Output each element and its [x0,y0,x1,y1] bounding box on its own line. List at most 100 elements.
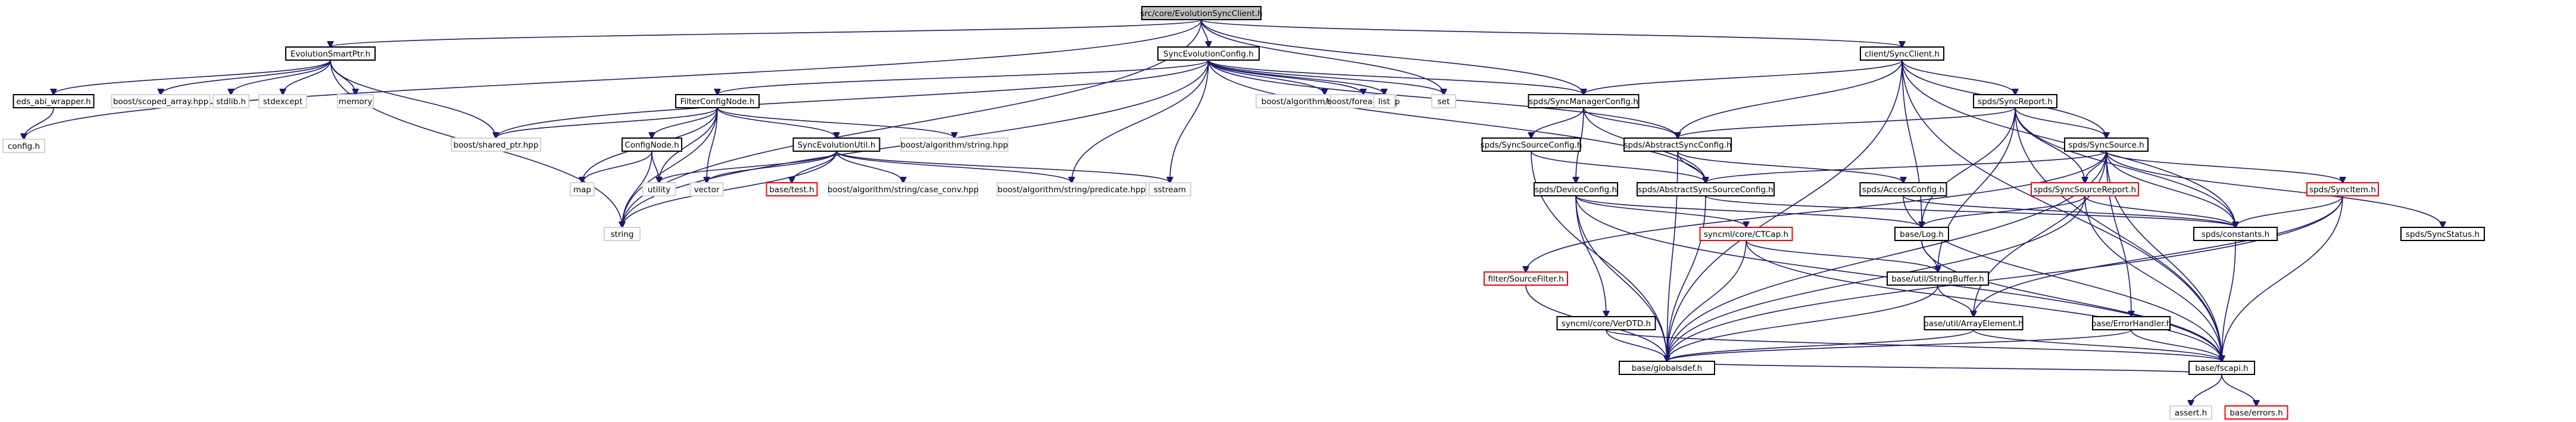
edge-ascfg-to-assc [1677,151,1706,183]
node-box-smc [1528,94,1640,108]
edge-errorhandler-to-fscapi [2131,329,2222,361]
node-label-bstring: boost/algorithm/string.hpp [901,140,1008,150]
node-label-si: spds/SyncItem.h [2309,185,2376,195]
graph-node-root[interactable]: src/core/EvolutionSyncClient.h [1140,6,1263,20]
node-box-verdtd [1556,316,1656,330]
edge-dc-to-ctcap [1575,195,1746,227]
edge-esp-to-stdlib [231,60,331,95]
graph-node-ac[interactable]: spds/AccessConfig.h [1859,182,1947,196]
node-box-map [570,182,595,196]
edge-ssr-to-baselog [1922,195,2085,227]
node-label-sharedptr: boost/shared_ptr.hpp [454,140,539,150]
edge-esp-to-stdexcept [283,60,331,95]
edge-ssr-to-fscapi [2084,195,2222,361]
node-label-sstatus: spds/SyncStatus.h [2406,230,2480,239]
edge-seu-to-predicate [836,151,1072,183]
node-label-errorhandler: base/ErrorHandler.h [2091,319,2171,329]
node-box-memory [337,94,374,108]
graph-node-seu[interactable]: SyncEvolutionUtil.h [792,137,880,152]
node-label-sec: SyncEvolutionConfig.h [1163,49,1254,59]
graph-node-eds[interactable]: eds_abi_wrapper.h [13,94,95,108]
graph-node-globaldef[interactable]: base/globalsdef.h [1619,361,1715,375]
graph-node-arrayelement[interactable]: base/util/ArrayElement.h [1924,316,2024,330]
edge-smc-to-ssc [1531,107,1584,138]
nodes-layer: src/core/EvolutionSyncClient.hEvolutionS… [2,6,2485,420]
graph-node-errorhandler[interactable]: base/ErrorHandler.h [2091,316,2171,330]
edge-fscapi-to-baseerrors [2221,374,2256,406]
graph-node-fsf[interactable]: filter/SourceFilter.h [1484,271,1568,286]
node-box-fcn [675,94,760,108]
graph-node-ctcap[interactable]: syncml/core/CTCap.h [1699,227,1793,241]
edge-sec-to-sharedptr [496,60,1209,138]
edge-dc-to-baselog [1575,195,1922,227]
node-label-baseerrors: base/errors.h [2230,408,2283,418]
edge-assc-to-constants [1705,195,2235,227]
node-label-arrayelement: base/util/ArrayElement.h [1924,319,2024,329]
graph-node-ss[interactable]: spds/SyncSource.h [2064,137,2149,152]
edge-cn-to-string [622,151,652,227]
node-label-stdexcept: stdexcept [263,97,302,107]
graph-node-fcn[interactable]: FilterConfigNode.h [675,94,760,108]
node-label-set: set [1438,97,1450,107]
edge-verdtd-to-fscapi [1606,329,2222,361]
graph-node-ssc[interactable]: spds/SyncSourceConfig.h [1481,137,1582,152]
node-box-root [1141,6,1262,20]
node-box-bstring [900,137,1008,152]
graph-node-sstatus[interactable]: spds/SyncStatus.h [2400,227,2485,241]
node-label-csc: client/SyncClient.h [1865,49,1940,59]
graph-node-sec[interactable]: SyncEvolutionConfig.h [1157,46,1260,61]
edge-ctcap-to-fscapi [1746,240,2222,361]
node-label-ascfg: spds/AbstractSyncConfig.h [1623,140,1731,150]
graph-node-assc[interactable]: spds/AbstractSyncSourceConfig.h [1637,182,1775,196]
graph-node-si[interactable]: spds/SyncItem.h [2306,182,2379,196]
node-label-globaldef: base/globalsdef.h [1632,364,1702,373]
edge-fscapi-to-globaldef [1667,361,2222,375]
graph-node-sr[interactable]: spds/SyncReport.h [1973,94,2057,108]
edge-assc-to-globaldef [1667,195,1706,361]
node-label-config: config.h [8,142,40,151]
edge-root-to-csc [1201,19,1902,47]
edge-root-to-smc [1201,19,1584,95]
graph-node-sstream: sstream [1148,182,1191,196]
edge-sr-to-ssr [2015,107,2085,183]
edge-arrayelement-to-globaldef [1667,329,1974,361]
edge-sec-to-smc [1208,60,1584,95]
graph-node-stringbuffer[interactable]: base/util/StringBuffer.h [1887,271,1989,286]
graph-node-fscapi[interactable]: base/fscapi.h [2188,361,2255,375]
edge-cn-to-map [582,151,652,183]
edge-ctcap-to-globaldef [1667,240,1747,361]
graph-node-dc[interactable]: spds/DeviceConfig.h [1534,182,1618,196]
graph-node-ssr[interactable]: spds/SyncSourceReport.h [2031,182,2139,196]
node-label-esp: EvolutionSmartPtr.h [291,49,370,59]
node-box-sstatus [2400,227,2485,241]
edge-sec-to-foreach [1208,60,1363,95]
edge-sr-to-ss [2015,107,2106,138]
edge-ss-to-arrayelement [1974,151,2107,317]
edge-errorhandler-to-globaldef [1667,329,2132,361]
graph-node-predicate: boost/algorithm/string/predicate.hpp [997,182,1147,196]
edge-csc-to-fscapi [1901,60,2222,361]
edge-csc-to-baselog [1901,60,1922,227]
edge-arrayelement-to-fscapi [1973,329,2222,361]
graph-node-esp[interactable]: EvolutionSmartPtr.h [285,46,376,61]
graph-node-csc[interactable]: client/SyncClient.h [1860,46,1944,61]
edge-smc-to-ascfg [1583,107,1678,138]
node-label-eds: eds_abi_wrapper.h [16,97,90,107]
edge-ssc-to-assc [1531,151,1706,183]
graph-node-ascfg[interactable]: spds/AbstractSyncConfig.h [1623,137,1732,152]
node-label-dc: spds/DeviceConfig.h [1535,185,1617,195]
graph-node-verdtd[interactable]: syncml/core/VerDTD.h [1556,316,1656,330]
node-label-sstream: sstream [1154,185,1186,195]
node-label-root: src/core/EvolutionSyncClient.h [1140,9,1262,18]
graph-node-cn[interactable]: ConfigNode.h [622,137,682,152]
graph-node-baseerrors[interactable]: base/errors.h [2224,405,2288,420]
edge-ss-to-sstatus [2106,151,2443,227]
edge-fcn-to-utility [659,107,718,183]
node-box-ac [1859,182,1947,196]
graph-node-constants[interactable]: spds/constants.h [2193,227,2278,241]
graph-node-basetest[interactable]: base/test.h [766,182,818,196]
node-box-eds [13,94,95,108]
graph-node-baselog[interactable]: base/Log.h [1894,227,1949,241]
graph-node-smc[interactable]: spds/SyncManagerConfig.h [1528,94,1640,108]
